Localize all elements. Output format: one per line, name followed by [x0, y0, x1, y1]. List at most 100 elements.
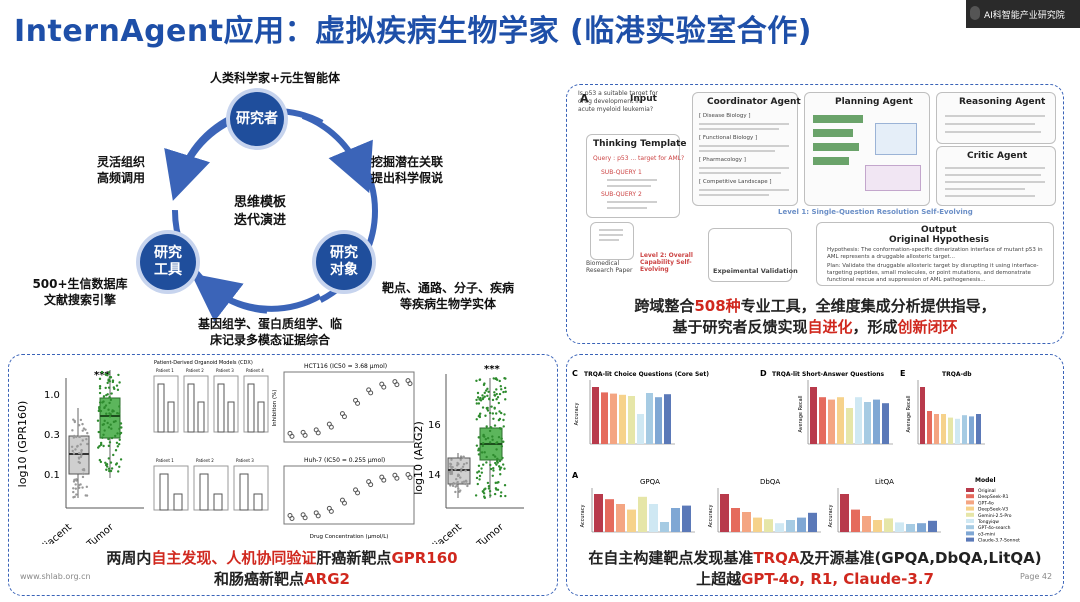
scatter-dot — [98, 401, 102, 404]
right-line2: 提出科学假说 — [370, 171, 443, 185]
output-subtitle: Original Hypothesis — [889, 235, 990, 245]
scatter-dot — [100, 371, 104, 374]
legend-swatch — [966, 494, 974, 499]
scatter-dot — [101, 401, 104, 404]
scatter-dot — [498, 459, 502, 463]
scatter-dot — [75, 493, 78, 496]
scatter-dot — [81, 439, 84, 442]
coordinator-title: Coordinator Agent — [707, 97, 801, 107]
benchmark-bar — [664, 394, 671, 444]
scatter-dot — [81, 486, 84, 489]
scatter-dot — [477, 449, 480, 452]
output-title: Output — [921, 225, 957, 235]
scatter-dot — [459, 476, 462, 479]
bc-b: 及开源基准(GPQA,DbQA,LitQA) — [799, 549, 1042, 567]
scatter-dot — [109, 469, 113, 473]
scatter-dot — [75, 435, 78, 439]
scatter-dot — [456, 474, 460, 478]
scatter-dot — [498, 379, 501, 383]
scatter-dot — [488, 441, 492, 444]
scatter-dot — [477, 414, 481, 418]
benchmark-bar — [920, 387, 925, 444]
wf-cap2-a: 基于研究者反馈实现 — [672, 318, 808, 336]
scatter-dot — [115, 441, 119, 444]
bc2-a: 上超越 — [696, 570, 742, 588]
scatter-dot — [77, 456, 81, 459]
scatter-dot — [110, 467, 114, 470]
critic-title: Critic Agent — [967, 151, 1028, 161]
scatter-dot — [119, 422, 123, 425]
benchmark-bar — [851, 509, 860, 532]
scatter-dot — [497, 435, 501, 439]
left-ylabel: log10 (GPR160) — [16, 401, 29, 488]
dbqa-ylabel: Accuracy — [708, 505, 714, 528]
benchmark-bar — [948, 417, 953, 444]
d-ylabel: Average Recall — [798, 395, 804, 432]
benchmark-bar — [882, 403, 889, 444]
scatter-dot — [489, 467, 493, 471]
right-ytick-1: 16 — [428, 420, 441, 431]
benchmark-bar — [810, 387, 817, 444]
scatter-dot — [106, 373, 109, 377]
scatter-dot — [80, 448, 83, 452]
node-objects-line2: 对象 — [330, 262, 358, 278]
benchmark-bar — [786, 520, 795, 532]
scatter-dot — [500, 491, 503, 494]
scatter-dot — [105, 393, 108, 397]
scatter-dot — [481, 406, 485, 409]
coord-item-3: [ Pharmacology ] — [699, 157, 746, 163]
dose-point — [394, 382, 400, 388]
bar — [173, 493, 183, 511]
scatter-dot — [105, 412, 108, 415]
scatter-dot — [491, 474, 494, 477]
scatter-dot — [487, 484, 491, 488]
objects-line2: 等疾病生物学实体 — [399, 297, 496, 311]
scatter-dot — [491, 438, 494, 442]
scatter-dot — [449, 463, 453, 466]
scatter-dot — [107, 371, 111, 374]
scatter-dot — [498, 468, 502, 471]
scatter-dot — [495, 398, 498, 401]
benchmark-bar — [638, 496, 647, 532]
scatter-dot — [477, 402, 481, 405]
planning-title: Planning Agent — [835, 97, 913, 107]
scatter-dot — [476, 391, 480, 395]
legend-label: DeepSeek-V3 — [978, 507, 1008, 513]
scatter-dot — [82, 472, 85, 476]
node-objects-line1: 研究 — [330, 245, 358, 261]
scatter-dot — [480, 471, 484, 474]
scatter-dot — [479, 412, 482, 415]
scatter-dot — [71, 449, 74, 453]
scatter-dot — [464, 469, 467, 472]
benchmark-bar — [955, 418, 960, 444]
legend-label: DeepSeek-R1 — [978, 494, 1009, 500]
bar — [159, 473, 169, 511]
scatter-dot — [500, 437, 503, 440]
node-researcher: 研究者 — [230, 92, 284, 146]
scatter-dot — [78, 435, 81, 439]
dose-point — [289, 433, 295, 439]
scatter-dot — [77, 460, 80, 464]
scatter-dot — [488, 429, 492, 433]
scatter-dot — [82, 468, 86, 471]
benchmark-bar — [720, 494, 729, 532]
benchmark-bar — [605, 499, 614, 532]
organoid-panel — [183, 375, 209, 433]
dose-point — [355, 400, 361, 406]
dose-point — [302, 432, 308, 438]
legend-swatch — [966, 531, 974, 536]
scatter-dot — [495, 392, 498, 396]
scatter-dot — [489, 463, 492, 467]
scatter-dot — [117, 373, 120, 377]
scatter-dot — [108, 441, 112, 444]
scatter-dot — [499, 385, 502, 388]
subquery-2: SUB-QUERY 2 — [601, 191, 642, 198]
scatter-dot — [450, 458, 453, 461]
experimental-panel: Expeimental Validation — [708, 228, 798, 282]
scatter-dot — [74, 448, 77, 451]
benchmark-bar — [976, 414, 981, 444]
scatter-dot — [86, 442, 89, 446]
dc2-red: ARG2 — [304, 570, 350, 588]
scatter-dot — [456, 480, 459, 484]
scatter-dot — [103, 406, 106, 409]
